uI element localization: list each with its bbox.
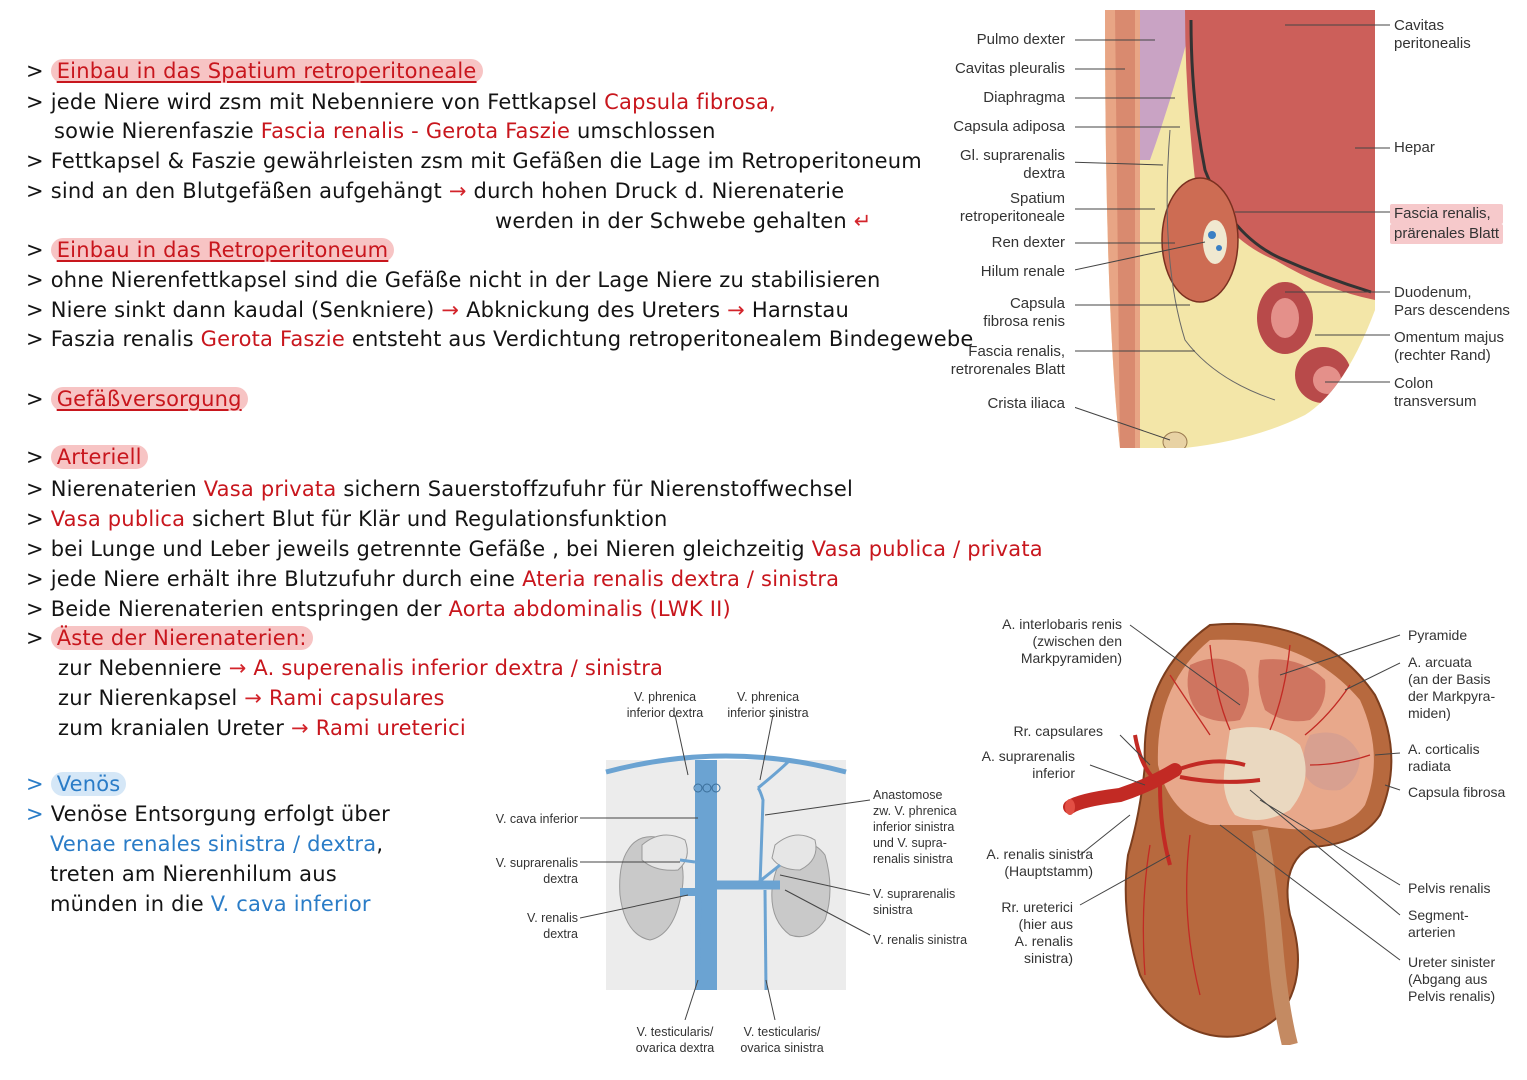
note-line: > Nierenaterien Vasa privata sichern Sau…	[26, 477, 854, 501]
label-rr-ureterici: Rr. ureterici (hier aus A. renalis sinis…	[1001, 899, 1073, 966]
veins-illustration	[580, 714, 871, 1020]
label-v-phrenica-dextra: V. phrenica inferior dextra	[626, 690, 704, 720]
heading-arteriell: > Arteriell	[26, 444, 148, 470]
bullet: >	[26, 59, 44, 83]
note-line: > Niere sinkt dann kaudal (Senkniere) → …	[26, 298, 850, 322]
label-pulmo: Pulmo dexter	[976, 31, 1065, 48]
label-colon: Colon transversum	[1394, 375, 1477, 410]
label-capsula-fibrosa-right: Capsula fibrosa	[1408, 784, 1506, 800]
note-line: > Faszia renalis Gerota Faszie entsteht …	[26, 327, 974, 351]
kidney-illustration	[1063, 622, 1401, 1045]
note-line: > sind an den Blutgefäßen aufgehängt → d…	[26, 179, 845, 203]
label-gl-suprarenalis: Gl. suprarenalis dextra	[959, 147, 1065, 182]
note-line: zur Nebenniere → A. superenalis inferior…	[58, 656, 664, 680]
label-a-arcuata: A. arcuata (an der Basis der Markpyra- m…	[1408, 654, 1496, 721]
label-ureter-sinister: Ureter sinister (Abgang aus Pelvis renal…	[1408, 954, 1496, 1004]
note-line: > Fettkapsel & Faszie gewährleisten zsm …	[26, 149, 922, 173]
label-hilum-renale: Hilum renale	[980, 263, 1065, 280]
label-v-suprarenalis-sinistra: V. suprarenalis sinistra	[873, 887, 956, 917]
label-v-suprarenalis-dextra: V. suprarenalis dextra	[495, 856, 578, 886]
heading-text: Einbau in das Spatium retroperitoneale	[50, 59, 483, 83]
label-fascia-retrorenal: Fascia renalis, retrorenales Blatt	[950, 343, 1065, 378]
label-fascia-praerenal: Fascia renalis, prärenales Blatt	[1390, 204, 1504, 244]
label-duodenum: Duodenum, Pars descendens	[1394, 284, 1510, 319]
label-spatium: Spatium retroperitoneale	[959, 190, 1065, 225]
label-diaphragma: Diaphragma	[983, 89, 1065, 106]
label-ren-dexter: Ren dexter	[991, 234, 1065, 251]
label-v-testicularis-sinistra: V. testicularis/ ovarica sinistra	[740, 1025, 824, 1055]
label-v-renalis-sinistra: V. renalis sinistra	[873, 933, 968, 947]
note-line: > Venöse Entsorgung erfolgt über	[26, 802, 390, 826]
label-anastomose: Anastomose zw. V. phrenica inferior sini…	[873, 788, 957, 866]
label-pelvis-renalis: Pelvis renalis	[1408, 880, 1491, 896]
label-segmentarterien: Segment- arterien	[1408, 907, 1469, 940]
label-cavitas-pleuralis: Cavitas pleuralis	[954, 60, 1065, 77]
label-pyramide: Pyramide	[1408, 627, 1468, 643]
label-v-renalis-dextra: V. renalis dextra	[527, 911, 578, 941]
label-crista-iliaca: Crista iliaca	[987, 395, 1065, 412]
note-line: Venae renales sinistra / dextra,	[50, 832, 384, 856]
label-v-cava-inferior: V. cava inferior	[495, 812, 578, 826]
heading-venoes: > Venös	[26, 771, 127, 797]
note-line: > bei Lunge und Leber jeweils getrennte …	[26, 537, 1043, 561]
note-line: > ohne Nierenfettkapsel sind die Gefäße …	[26, 268, 881, 292]
note-line: zur Nierenkapsel → Rami capsulares	[58, 686, 445, 710]
note-line: > jede Niere wird zsm mit Nebenniere von…	[26, 90, 776, 114]
label-a-corticalis: A. corticalis radiata	[1408, 741, 1480, 774]
label-a-interlobaris: A. interlobaris renis (zwischen den Mark…	[1002, 616, 1122, 666]
label-hepar: Hepar	[1394, 139, 1435, 156]
note-line: > Beide Nierenaterien entspringen der Ao…	[26, 597, 731, 621]
note-line: zum kranialen Ureter → Rami ureterici	[58, 716, 466, 740]
note-line: werden in der Schwebe gehalten ↵	[495, 209, 872, 233]
heading-aeste: > Äste der Nierenaterien:	[26, 625, 313, 651]
section-illustration	[1075, 10, 1390, 448]
note-line: münden in die V. cava inferior	[50, 892, 371, 916]
note-line: treten am Nierenhilum aus	[50, 862, 337, 886]
label-omentum: Omentum majus (rechter Rand)	[1394, 329, 1505, 364]
label-capsula-adiposa: Capsula adiposa	[953, 118, 1065, 135]
note-line: > Vasa publica sichert Blut für Klär und…	[26, 507, 668, 531]
label-v-phrenica-sinistra: V. phrenica inferior sinistra	[727, 690, 809, 720]
heading-gefaess: > Gefäßversorgung	[26, 386, 248, 412]
label-a-suprarenalis-inferior: A. suprarenalis inferior	[981, 748, 1075, 781]
label-v-testicularis-dextra: V. testicularis/ ovarica dextra	[635, 1025, 715, 1055]
label-a-renalis-sinistra: A. renalis sinistra (Hauptstamm)	[986, 846, 1093, 879]
heading-retroperitoneum: > Einbau in das Retroperitoneum	[26, 237, 395, 263]
label-capsula-fibrosa: Capsula fibrosa renis	[983, 295, 1065, 330]
label-cavitas-peritonealis: Cavitas peritonealis	[1394, 17, 1471, 52]
label-rr-capsulares: Rr. capsulares	[1013, 723, 1103, 739]
note-line: sowie Nierenfaszie Fascia renalis - Gero…	[54, 119, 716, 143]
heading-spatium: > Einbau in das Spatium retroperitoneale	[26, 58, 483, 84]
note-line: > jede Niere erhält ihre Blutzufuhr durc…	[26, 567, 840, 591]
